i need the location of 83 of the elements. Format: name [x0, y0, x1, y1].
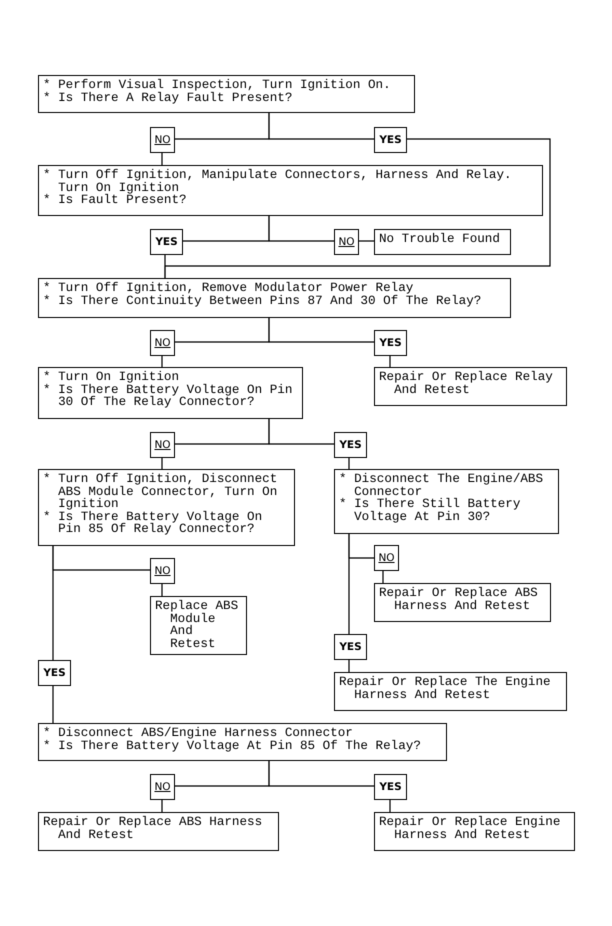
yes-label [38, 660, 71, 686]
connector-line [268, 419, 334, 445]
connector-line [348, 660, 350, 672]
action-text: Repair Or Replace The Engine Harness And Retest [339, 676, 552, 701]
connector-line [161, 584, 163, 596]
step-text: * Is There Battery Voltage On Pin 85 Of Relay Connector? [43, 510, 264, 536]
answer-text: YES [339, 439, 362, 451]
question-box [38, 367, 303, 419]
connector-line [52, 686, 54, 723]
answer-text: YES [379, 781, 402, 793]
action-text: No Trouble Found [379, 233, 501, 246]
question-box [38, 469, 295, 546]
step-text: * Is There Continuity Between Pins 87 And 30 Of The Relay? [43, 294, 482, 307]
connector-line [161, 153, 163, 165]
yes-label [374, 330, 407, 356]
action-text: Repair Or Replace Relay And Retest [379, 371, 554, 396]
answer-text: NO [338, 236, 355, 248]
action-text: Repair Or Replace ABS Harness And Retest [43, 816, 264, 841]
connector-line [359, 240, 374, 242]
connector-line [161, 356, 163, 367]
action-box [374, 812, 575, 851]
answer-text: YES [43, 667, 66, 679]
answer-text: YES [379, 134, 402, 146]
yes-label [334, 432, 367, 458]
answer-text: NO [154, 781, 171, 793]
action-box [374, 583, 551, 622]
answer-text: YES [155, 236, 178, 248]
connector-line [161, 800, 163, 812]
no-label [150, 774, 175, 800]
answer-text: NO [154, 134, 171, 146]
no-label [150, 558, 175, 584]
step-text: * Is There A Relay Fault Present? [43, 92, 294, 104]
connector-line [161, 458, 163, 469]
action-box [374, 367, 567, 406]
step-text: * Turn Off Ignition, Disconnect ABS Module Connector, Turn On Ignition [43, 473, 278, 510]
step-text: * Disconnect The Engine/ABS Connector [339, 473, 544, 498]
step-text: * Is There Still Battery Voltage At Pin 30? [339, 498, 522, 523]
connector-line [348, 534, 350, 634]
answer-text: NO [378, 552, 395, 564]
answer-text: NO [154, 565, 171, 577]
step-text: * Is There Battery Voltage On Pin 30 Of The Relay Connector? [43, 384, 294, 408]
step-text: * Turn Off Ignition, Remove Modulator Power Relay [43, 282, 414, 294]
step-text: * Perform Visual Inspection, Turn Ignition On. [43, 79, 392, 92]
answer-text: YES [379, 337, 402, 349]
connector-line [164, 255, 166, 278]
question-box [38, 723, 447, 761]
question-box [38, 165, 543, 216]
no-label [150, 330, 175, 356]
connector-line [268, 761, 374, 787]
answer-text: NO [154, 439, 171, 451]
step-text: * Is There Battery Voltage At Pin 85 Of The Relay? [43, 740, 422, 752]
connector-line [389, 356, 391, 367]
no-label [334, 229, 359, 255]
question-box [38, 278, 511, 318]
step-text: * Disconnect ABS/Engine Harness Connector [43, 727, 353, 740]
action-box [374, 229, 511, 255]
connector-line [389, 800, 391, 812]
action-text: Repair Or Replace Engine Harness And Retest [379, 816, 562, 841]
yes-label [334, 634, 367, 660]
connector-line [268, 113, 374, 140]
answer-text: NO [154, 337, 171, 349]
question-box [334, 469, 559, 534]
connector-line [348, 458, 350, 469]
question-box [38, 75, 415, 113]
yes-label [374, 127, 407, 153]
step-text: * Turn Off Ignition, Manipulate Connectors, Harness And Relay. Turn On Ignition [43, 169, 513, 194]
no-label [150, 432, 175, 458]
connector-line [268, 216, 334, 242]
action-box [38, 812, 279, 851]
step-text: * Is Fault Present? [43, 194, 188, 206]
no-label [374, 545, 399, 571]
answer-text: YES [339, 641, 362, 653]
connector-line [268, 318, 374, 343]
action-text: Repair Or Replace ABS Harness And Retest [379, 587, 539, 612]
connector-line [52, 546, 54, 660]
action-box [150, 596, 247, 655]
connector-line [382, 571, 384, 583]
yes-label [374, 774, 407, 800]
yes-label [150, 229, 183, 255]
action-text: Replace ABS Module And Retest [155, 600, 240, 650]
action-box [334, 672, 567, 711]
no-label [150, 127, 175, 153]
step-text: * Turn On Ignition [43, 371, 180, 384]
